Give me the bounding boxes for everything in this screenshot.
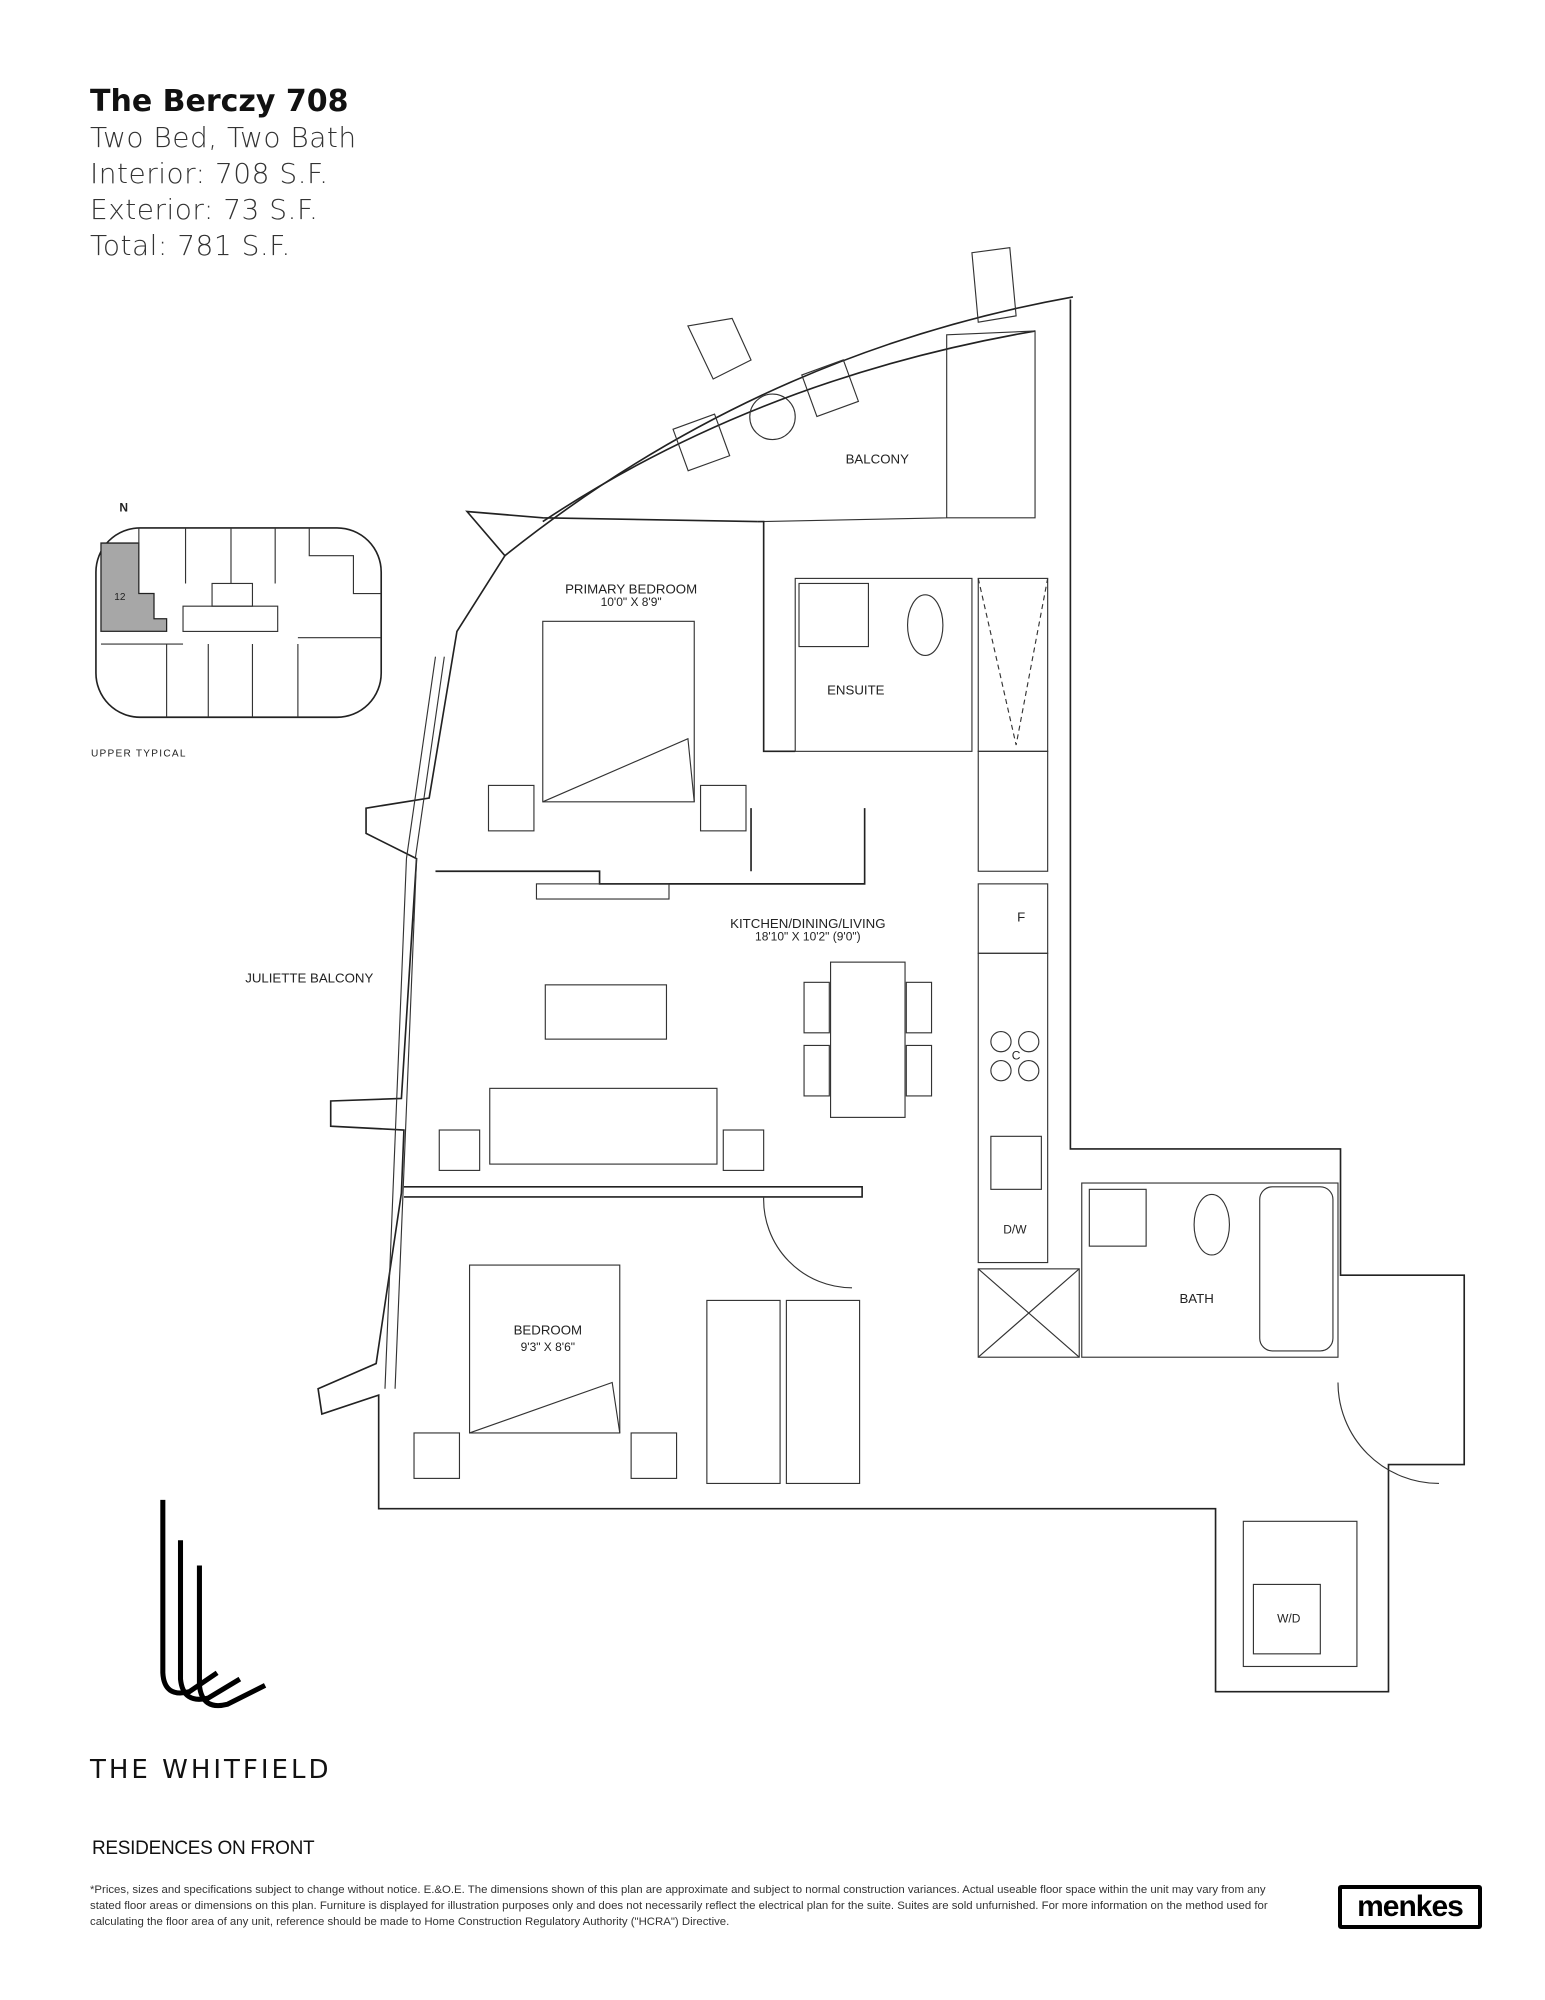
- label-kitchen-dim: 18'10" X 10'2" (9'0"): [755, 930, 861, 944]
- label-primary-bedroom-dim: 10'0" X 8'9": [601, 595, 662, 609]
- interior-area: Interior: 708 S.F.: [90, 157, 329, 190]
- brand-tagline: RESIDENCES ON FRONT: [92, 1838, 315, 1859]
- nightstand: [630, 1432, 678, 1479]
- menkes-logo: menkes: [1338, 1885, 1482, 1929]
- label-cooktop: C: [1012, 1048, 1021, 1062]
- primary-bed: [542, 620, 695, 803]
- balcony-fins: [687, 247, 1017, 380]
- total-area: Total: 781 S.F.: [90, 229, 291, 262]
- label-ensuite: ENSUITE: [827, 683, 885, 698]
- closet-entry: [977, 1268, 1080, 1358]
- closet: [977, 750, 1049, 872]
- end-table: [722, 1129, 765, 1171]
- disclaimer: *Prices, sizes and specifications subjec…: [90, 1884, 1268, 1928]
- bathtub: [1259, 1186, 1334, 1352]
- label-dishwasher: D/W: [1003, 1223, 1027, 1237]
- label-kitchen-dining-living: KITCHEN/DINING/LIVING: [730, 916, 885, 931]
- bedroom-closet: [785, 1299, 861, 1485]
- bath-vanity: [1088, 1188, 1147, 1247]
- key-plan: N 12 UPPER TYPICAL: [91, 501, 383, 759]
- key-plan-caption: UPPER TYPICAL: [91, 748, 187, 759]
- north-arrow: N: [119, 501, 128, 515]
- coffee-table: [544, 984, 668, 1040]
- fridge: [977, 883, 1049, 954]
- ensuite-toilet: [906, 594, 944, 656]
- dining-chair: [905, 1044, 933, 1097]
- key-plan-walls: [100, 527, 382, 718]
- nightstand: [487, 784, 535, 832]
- balcony-table: [749, 393, 796, 441]
- bedroom-door-swing: [763, 1196, 853, 1289]
- label-juliette-balcony: JULIETTE BALCONY: [245, 970, 373, 985]
- ensuite-room: [794, 577, 973, 752]
- label-primary-bedroom: PRIMARY BEDROOM: [565, 582, 697, 597]
- ensuite-shower: [977, 577, 1049, 752]
- kitchen-counter: [977, 952, 1049, 1264]
- dining-table: [829, 961, 906, 1118]
- kitchen-sink: [990, 1135, 1042, 1190]
- laundry-closet: [1242, 1520, 1358, 1668]
- label-balcony: BALCONY: [846, 452, 909, 467]
- label-bedroom-dim: 9'3" X 8'6": [521, 1340, 575, 1354]
- washer-dryer: [1252, 1583, 1321, 1655]
- sofa: [489, 1087, 718, 1165]
- ensuite-vanity: [798, 582, 869, 648]
- label-washer-dryer: W/D: [1277, 1611, 1301, 1625]
- primary-bedroom-walls: [435, 520, 866, 885]
- unit-outline: [317, 299, 1466, 1693]
- label-bedroom: BEDROOM: [514, 1322, 582, 1337]
- bath-room: [1081, 1182, 1339, 1358]
- bedroom-wall: [403, 1185, 863, 1198]
- primary-bed-cover: [542, 737, 695, 803]
- balcony-bench: [757, 330, 1036, 523]
- dining-chair: [803, 1044, 830, 1097]
- unit-header: The Berczy 708 Two Bed, Two Bath Interio…: [90, 84, 357, 264]
- closet-cross: [977, 1268, 1080, 1358]
- exterior-area: Exterior: 73 S.F.: [90, 193, 319, 226]
- label-bath: BATH: [1179, 1291, 1213, 1306]
- dining-chair: [905, 981, 933, 1034]
- key-plan-unit-highlight: [100, 542, 168, 633]
- balcony-inner-curve: [542, 330, 1036, 523]
- key-plan-unit-number: 12: [114, 592, 126, 603]
- burner: [990, 1030, 1012, 1053]
- nightstand: [699, 784, 747, 832]
- key-plan-core: [182, 605, 279, 632]
- unit-type: Two Bed, Two Bath: [90, 121, 357, 154]
- juliette-window: [384, 656, 445, 1389]
- balcony-chair: [672, 413, 731, 472]
- balcony-chair: [801, 359, 860, 418]
- burner: [1018, 1030, 1040, 1053]
- unit-title: The Berczy 708: [90, 84, 349, 119]
- label-fridge: F: [1017, 910, 1025, 925]
- tv-console: [535, 883, 670, 900]
- balcony-curve: [504, 296, 1074, 557]
- dining-chair: [803, 981, 830, 1034]
- bedroom-closet: [706, 1299, 781, 1485]
- whitfield-logo: [160, 1499, 267, 1709]
- bath-toilet: [1193, 1193, 1231, 1256]
- bedroom-bed: [468, 1264, 621, 1434]
- bedroom-bed-cover: [469, 1381, 621, 1434]
- brand-name: THE WHITFIELD: [90, 1755, 332, 1785]
- burner: [990, 1060, 1012, 1082]
- entry-door-swing: [1337, 1382, 1439, 1485]
- nightstand: [413, 1432, 461, 1479]
- shower-lines: [977, 578, 1049, 746]
- key-plan-outline: [95, 527, 383, 719]
- end-table: [438, 1129, 481, 1171]
- key-plan-stair: [211, 582, 254, 607]
- burner: [1018, 1060, 1040, 1082]
